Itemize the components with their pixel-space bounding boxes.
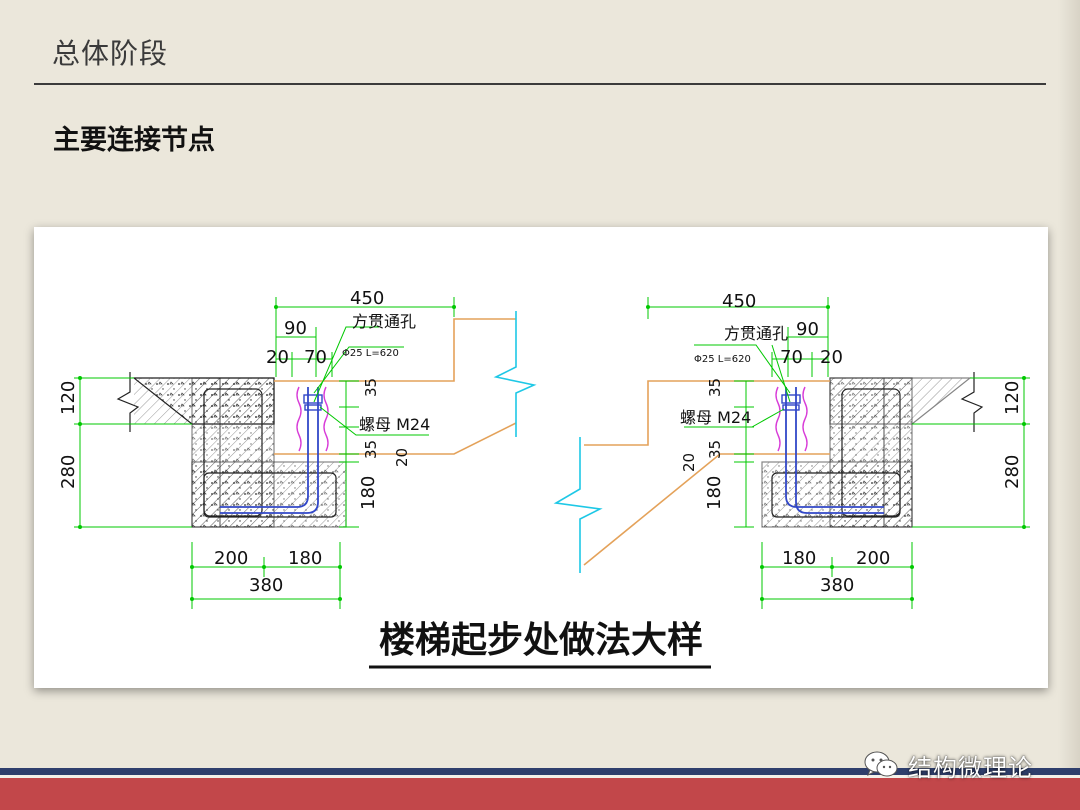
left-dim-120: 120 xyxy=(58,381,79,415)
watermark: 结构微理论 xyxy=(862,747,1033,783)
left-label-nut: 螺母 M24 xyxy=(359,415,430,434)
cad-drawing-panel: 450 90 20 70 35 35 20 120 280 180 200 18… xyxy=(34,227,1048,688)
title-divider xyxy=(34,83,1046,85)
footer-band xyxy=(0,778,1080,810)
left-dim-180h: 180 xyxy=(288,548,322,569)
right-dim-280: 280 xyxy=(1002,455,1023,489)
right-dim-180h: 180 xyxy=(782,548,816,569)
right-dim-200: 200 xyxy=(856,548,890,569)
right-dim-120: 120 xyxy=(1002,381,1023,415)
right-dim-380: 380 xyxy=(820,575,854,596)
left-dim-180v: 180 xyxy=(358,476,379,510)
left-dim-70: 70 xyxy=(304,347,327,368)
right-dim-90: 90 xyxy=(796,319,819,340)
right-label-bolt: Φ25 L=620 xyxy=(694,354,751,365)
left-detail: 450 90 20 70 35 35 20 120 280 180 200 18… xyxy=(58,288,537,609)
right-label-hole: 方贯通孔 xyxy=(724,324,788,343)
cad-drawing: 450 90 20 70 35 35 20 120 280 180 200 18… xyxy=(58,288,1030,669)
left-dim-200: 200 xyxy=(214,548,248,569)
footer-white-strip xyxy=(0,775,1080,778)
wechat-icon xyxy=(864,751,898,777)
right-label-nut: 螺母 M24 xyxy=(680,408,751,427)
left-dim-280: 280 xyxy=(58,455,79,489)
section-heading: 主要连接节点 xyxy=(53,125,215,156)
watermark-text: 结构微理论 xyxy=(908,753,1033,782)
left-dim-20b: 20 xyxy=(393,448,411,467)
left-dim-380: 380 xyxy=(249,575,283,596)
right-dim-35b: 35 xyxy=(706,440,724,459)
left-dim-450: 450 xyxy=(350,288,384,309)
footer-navy-strip xyxy=(0,768,1080,775)
right-dim-35a: 35 xyxy=(706,378,724,397)
slide-title: 总体阶段 xyxy=(52,37,169,70)
left-dim-35a: 35 xyxy=(362,378,380,397)
right-detail: 450 90 20 70 35 35 20 120 280 180 180 20… xyxy=(553,291,1030,609)
right-dim-20: 20 xyxy=(820,347,843,368)
right-dim-70: 70 xyxy=(780,347,803,368)
left-label-bolt: Φ25 L=620 xyxy=(342,348,399,359)
drawing-caption: 楼梯起步处做法大样 xyxy=(379,620,703,661)
right-dim-20b: 20 xyxy=(680,453,698,472)
left-dim-20: 20 xyxy=(266,347,289,368)
left-dim-90: 90 xyxy=(284,318,307,339)
page-edge-shade xyxy=(1058,0,1080,770)
left-dim-35b: 35 xyxy=(362,440,380,459)
right-dim-180v: 180 xyxy=(704,476,725,510)
left-label-hole: 方贯通孔 xyxy=(352,312,416,331)
right-dim-450: 450 xyxy=(722,291,756,312)
